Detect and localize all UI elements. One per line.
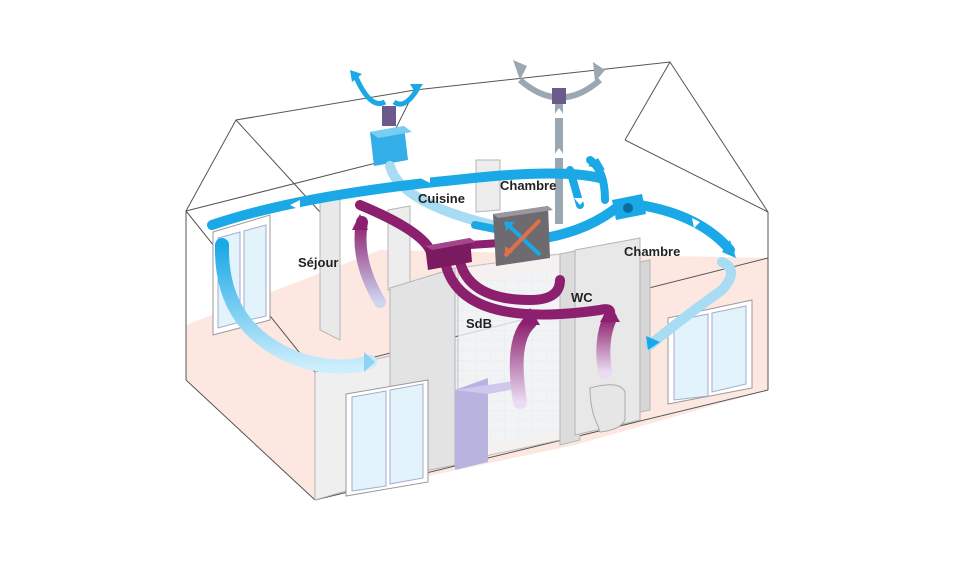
room-label-chambre-2: Chambre (624, 244, 680, 259)
stale-air-arrowheads (352, 214, 620, 325)
toilet (589, 384, 626, 433)
window-right (667, 299, 753, 405)
stale-extract-box (425, 238, 476, 270)
room-label-sdb: SdB (466, 316, 492, 331)
room-label-cuisine: Cuisine (418, 191, 465, 206)
room-labels: Séjour Cuisine Chambre Chambre SdB WC (298, 178, 680, 331)
roof-intake-icon (350, 70, 423, 126)
heat-exchanger-icon (493, 206, 553, 266)
fresh-air-arrowheads (364, 158, 736, 372)
fresh-air-ducts (207, 156, 736, 374)
bathtub (455, 378, 520, 470)
room-label-chambre-1: Chambre (500, 178, 556, 193)
window-front (345, 379, 429, 497)
extract-box-icon (612, 194, 646, 220)
supply-box-icon (370, 126, 412, 166)
room-label-wc: WC (571, 290, 593, 305)
room-label-sejour: Séjour (298, 255, 338, 270)
roof-outlet-icon (513, 60, 605, 224)
